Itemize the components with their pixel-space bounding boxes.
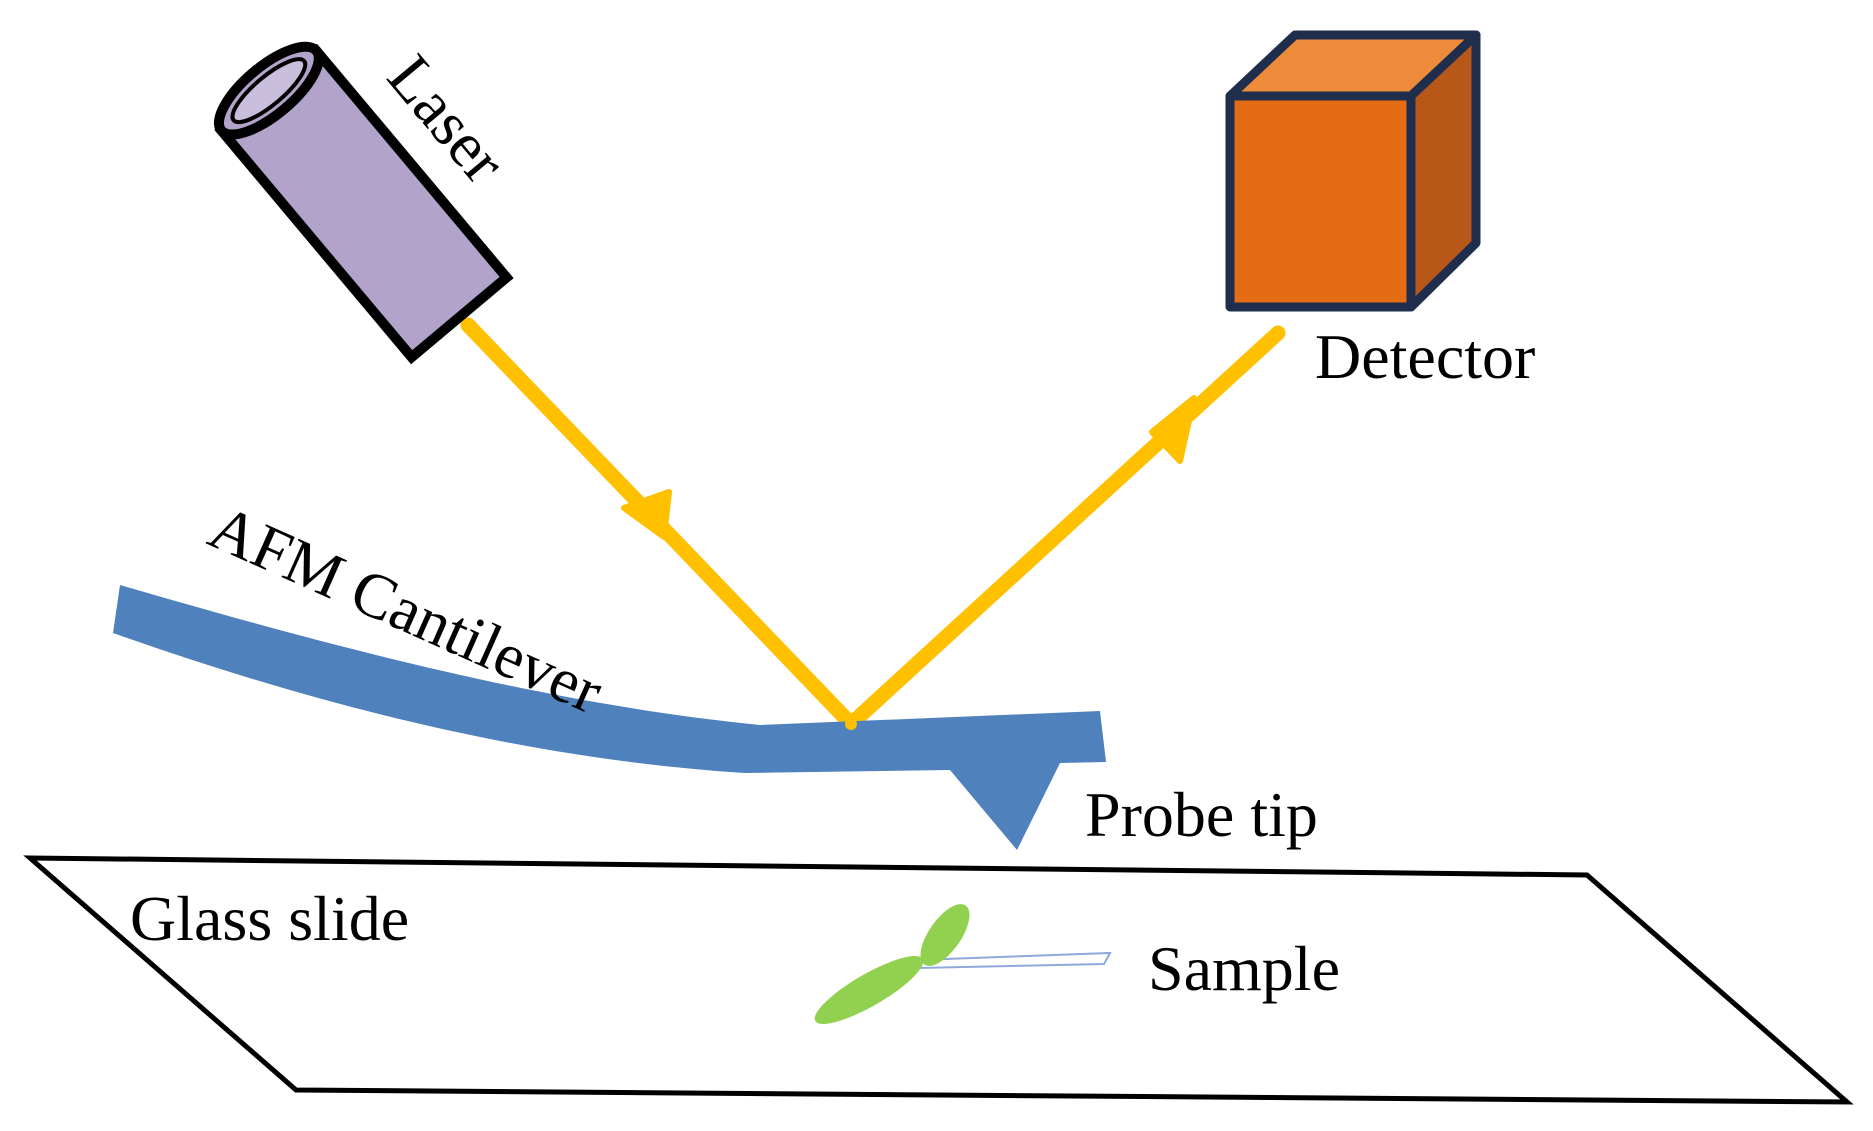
glass-slide-label: Glass slide <box>130 883 409 954</box>
incident-beam-arrow-icon <box>621 489 672 540</box>
glass-slide <box>23 855 1854 1105</box>
laser-cylinder-icon <box>213 41 514 365</box>
reflected-beam <box>843 325 1286 732</box>
sample-leaf-lower <box>814 956 924 1024</box>
detector-cube-icon <box>1225 30 1481 312</box>
afm-cantilever <box>113 585 1106 850</box>
laser-beam <box>460 317 1286 732</box>
detector-label: Detector <box>1315 321 1535 392</box>
reflection-point <box>845 718 857 730</box>
probe-tip-label: Probe tip <box>1085 779 1318 850</box>
detector-front <box>1225 91 1416 312</box>
leaf-sample-icon <box>814 904 1112 1024</box>
reflected-beam-arrow-icon <box>1149 395 1197 464</box>
sample-leaf-upper <box>920 904 970 966</box>
cantilever-beam <box>113 585 1106 850</box>
sample-label: Sample <box>1148 933 1340 1004</box>
